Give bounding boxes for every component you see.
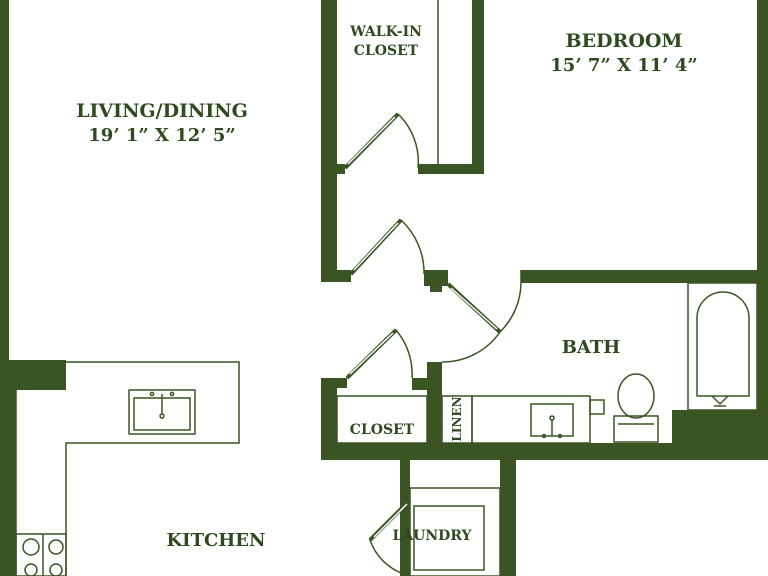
kitchen-counter [65,361,240,576]
bath-vanity-knob [589,399,605,415]
wall-walkin-bottom [418,164,484,174]
walkin-door-swing [344,112,420,169]
laundry-shelf [409,487,501,576]
wall-hall-pillar-2 [430,286,442,292]
wall-kitchen-stub [0,360,66,390]
laundry-door-leaf-inner [373,503,408,538]
wall-left-lower [0,360,16,576]
closet-door-leaf-inner [349,332,394,375]
wall-closet-top-right [412,378,442,390]
wall-walkin-jamb [337,164,345,174]
wall-bath-bottom [321,443,768,460]
closet-shelf-box [336,395,428,444]
kitchen-label: KITCHEN [167,530,266,551]
walkin-closet-label-2: CLOSET [354,43,419,59]
bedroom-door-leaf-inner [353,222,399,271]
wall-closet-left [321,378,337,460]
bath-vanity [471,395,591,444]
walkin-door-leaf-inner [347,116,396,165]
wall-laundry-right [500,460,516,576]
wall-tub-block [672,410,768,450]
wall-bedroom-bottom [521,270,768,283]
wall-laundry-left [400,460,410,576]
wall-closet-top [321,378,347,388]
linen-label: LINEN [450,396,464,441]
toilet-icon [613,373,659,443]
laundry-machine [413,505,485,571]
closet-label: CLOSET [350,422,415,438]
laundry-door-swing [369,499,411,576]
bath-sink-icon [530,403,574,439]
bathtub-icon [696,291,750,407]
range-burner-icon [15,533,67,576]
living-dining-size: 19’ 1” X 12’ 5” [88,125,235,146]
living-dining-label: LIVING/DINING [76,100,248,122]
bath-label: BATH [562,337,621,358]
laundry-label: LAUNDRY [392,528,472,544]
bedroom-label: BEDROOM [566,30,683,52]
bedroom-size: 15’ 7” X 11’ 4” [550,55,697,76]
bedroom-door-swing [350,218,425,275]
bath-door-swing [447,282,522,334]
bath-door-leaf-inner [450,287,498,330]
wall-walkin-left [321,0,337,282]
wall-left-exterior [0,0,9,360]
bath-door-curve [441,331,501,363]
walkin-closet-label-1: WALK-IN [349,24,422,40]
wall-bath-left [427,362,442,452]
wall-hall-pillar [424,270,448,286]
wall-walkin-right [472,0,484,174]
wall-bedroom-right [757,0,768,445]
kitchen-sink-icon [128,389,196,435]
tub-outline [687,282,758,411]
wall-bedroom-bottom-stub [337,270,351,282]
fixtures [15,0,758,576]
